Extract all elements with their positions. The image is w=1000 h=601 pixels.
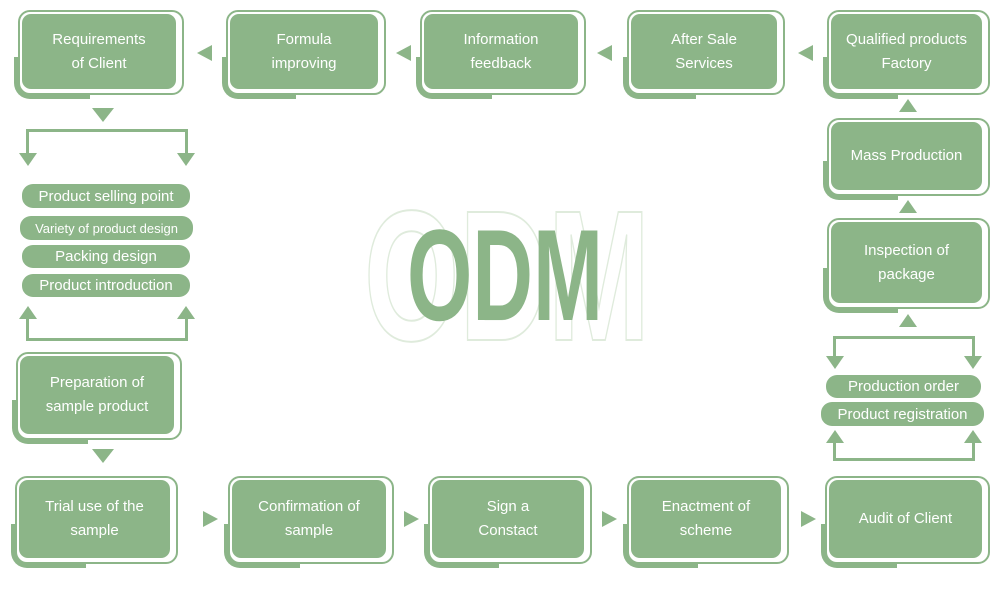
node-body: Inspection of package [831, 222, 982, 303]
arrow-up-icon [899, 99, 917, 112]
arrow-right-icon [602, 511, 617, 527]
node-preparation-of-sample-product: Preparation of sample product [12, 352, 182, 444]
node-information-feedback: Information feedback [416, 10, 586, 99]
node-label: Preparation of sample product [45, 374, 149, 415]
corner-accent [823, 56, 898, 99]
node-body: After Sale Services [631, 14, 777, 89]
corner-accent [224, 524, 301, 568]
node-inspection-of-package: Inspection of package [823, 218, 990, 313]
node-label: Audit of Client [858, 510, 953, 527]
corner-accent [623, 524, 698, 568]
pill-production-order: Production order [826, 375, 981, 398]
split-connector-down [826, 336, 982, 369]
node-label: Mass Production [850, 147, 963, 164]
corner-accent [424, 524, 500, 568]
arrow-left-icon [197, 45, 212, 61]
node-mass-production: Mass Production [823, 118, 990, 200]
corner-accent [222, 56, 296, 99]
pill-label: Product registration [837, 405, 968, 423]
node-confirmation-of-sample: Confirmation of sample [224, 476, 394, 568]
node-requirements-of-client: Requirements of Client [14, 10, 184, 99]
node-qualified-products-factory: Qualified products Factory [823, 10, 990, 99]
node-label: Inspection of package [863, 241, 950, 283]
arrow-up-icon [177, 306, 195, 319]
node-body: Audit of Client [829, 480, 982, 558]
arrow-right-icon [801, 511, 816, 527]
corner-accent [14, 56, 91, 99]
node-body: Confirmation of sample [232, 480, 386, 558]
pill-product-registration: Product registration [821, 402, 984, 426]
arrow-left-icon [798, 45, 813, 61]
node-label: After Sale Services [671, 30, 737, 72]
arrow-up-icon [899, 314, 917, 327]
arrow-down-icon [92, 449, 114, 463]
node-label: Formula improving [271, 30, 337, 72]
node-label: Sign a Constact [478, 498, 538, 539]
node-formula-improving: Formula improving [222, 10, 386, 99]
arrow-down-icon [92, 108, 114, 122]
node-label: Confirmation of sample [258, 498, 360, 539]
arrow-left-icon [396, 45, 411, 61]
pill-label: Production order [848, 378, 959, 395]
odm-solid-text: ODM [407, 202, 603, 348]
corner-accent [416, 56, 493, 99]
merge-connector-up [19, 306, 195, 341]
corner-accent [823, 267, 898, 313]
node-body: Formula improving [230, 14, 378, 89]
arrow-down-icon [177, 153, 195, 166]
pill-packing-design: Packing design [22, 245, 190, 268]
corner-accent [623, 56, 696, 99]
split-connector-down [19, 129, 195, 166]
pill-product-selling-point: Product selling point [22, 184, 190, 208]
pill-label: Packing design [55, 248, 157, 265]
node-body: Qualified products Factory [831, 14, 982, 89]
corner-accent [821, 524, 897, 568]
arrow-left-icon [597, 45, 612, 61]
node-body: Trial use of the sample [19, 480, 170, 558]
arrow-down-icon [19, 153, 37, 166]
node-label: Enactment of scheme [661, 498, 751, 539]
corner-accent [11, 524, 86, 568]
arrow-up-icon [899, 200, 917, 213]
arrow-down-icon [964, 356, 982, 369]
node-audit-of-client: Audit of Client [821, 476, 990, 568]
node-label: Qualified products Factory [846, 30, 967, 72]
node-sign-a-constact: Sign a Constact [424, 476, 592, 568]
node-enactment-of-scheme: Enactment of scheme [623, 476, 789, 568]
arrow-down-icon [826, 356, 844, 369]
node-body: Enactment of scheme [631, 480, 781, 558]
odm-ghost-text: ODM [364, 192, 650, 352]
node-body: Requirements of Client [22, 14, 176, 89]
pill-product-introduction: Product introduction [22, 274, 190, 297]
pill-label: Product introduction [39, 277, 173, 294]
node-after-sale-services: After Sale Services [623, 10, 785, 99]
arrow-right-icon [404, 511, 419, 527]
node-label: Requirements of Client [52, 30, 146, 72]
pill-variety-of-product-design: Variety of product design [20, 216, 193, 240]
corner-accent [12, 400, 89, 444]
arrow-up-icon [826, 430, 844, 443]
node-label: Information feedback [463, 30, 539, 72]
odm-wordart: ODM ODM [363, 192, 651, 352]
node-body: Sign a Constact [432, 480, 584, 558]
arrow-right-icon [203, 511, 218, 527]
corner-accent [823, 161, 898, 200]
merge-connector-up [826, 430, 982, 461]
node-label: Trial use of the sample [45, 498, 144, 539]
node-trial-use-of-the-sample: Trial use of the sample [11, 476, 178, 568]
arrow-up-icon [19, 306, 37, 319]
node-body: Mass Production [831, 122, 982, 190]
arrow-up-icon [964, 430, 982, 443]
node-body: Information feedback [424, 14, 578, 89]
pill-label: Product selling point [38, 187, 174, 205]
node-body: Preparation of sample product [20, 356, 174, 434]
pill-label: Variety of product design [35, 220, 178, 236]
